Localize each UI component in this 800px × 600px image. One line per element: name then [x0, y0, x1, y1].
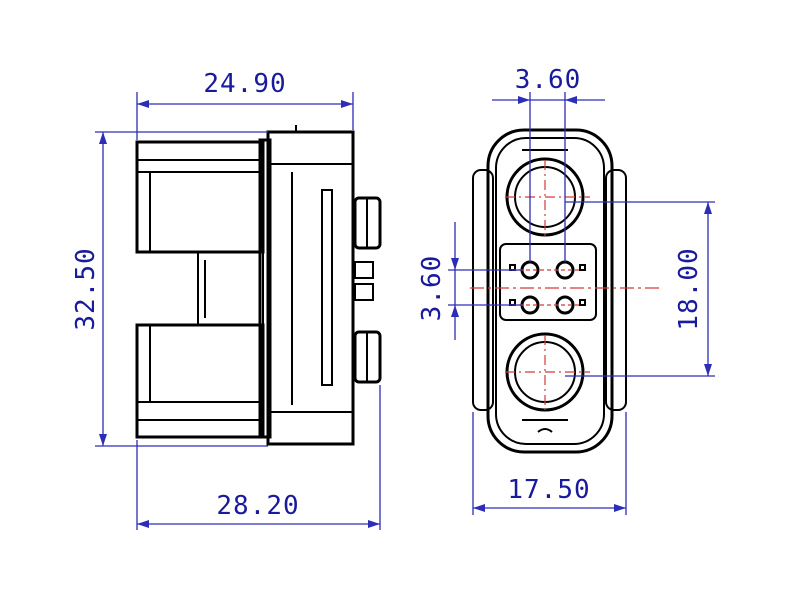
- dim-side-height-label: 32.50: [71, 247, 101, 330]
- side-view-collar: [258, 138, 272, 439]
- side-view-upper-housing: [135, 140, 265, 254]
- dim-front-center-distance: 18.00: [565, 201, 715, 377]
- dim-side-height: 32.50: [71, 131, 268, 447]
- dim-front-signal-pitch: 3.60: [417, 222, 522, 340]
- front-view-centerlines: [470, 160, 660, 410]
- dim-front-center-distance-label: 18.00: [674, 247, 704, 330]
- dim-front-width-label: 17.50: [507, 475, 590, 505]
- dim-front-signal-pitch-label: 3.60: [417, 255, 447, 322]
- front-view-right-wing: [605, 169, 627, 411]
- front-view: 3.60 3.60 18.00 17.50: [417, 65, 715, 515]
- dim-side-bottom-width-label: 28.20: [216, 491, 299, 521]
- dim-side-top-width: 24.90: [136, 69, 354, 140]
- front-view-signal-plate: [499, 243, 597, 321]
- side-view-signal-pin-1: [354, 261, 374, 279]
- front-view-key-notch: [537, 428, 553, 433]
- dim-front-pin-pitch-label: 3.60: [515, 65, 582, 95]
- front-view-left-wing: [472, 169, 494, 411]
- side-view-signal-pin-2: [354, 283, 374, 301]
- dim-front-width: 17.50: [472, 412, 627, 515]
- side-view-latch-slot: [321, 189, 333, 386]
- dim-front-pin-pitch: 3.60: [492, 65, 605, 262]
- side-view-middle-recess: [197, 251, 264, 326]
- front-view-outer-housing: [486, 128, 614, 454]
- dim-side-bottom-width: 28.20: [136, 385, 381, 530]
- side-view: 24.90 28.20 32.50: [71, 69, 382, 530]
- side-view-rear-body: [266, 130, 355, 446]
- dim-side-top-width-label: 24.90: [203, 69, 286, 99]
